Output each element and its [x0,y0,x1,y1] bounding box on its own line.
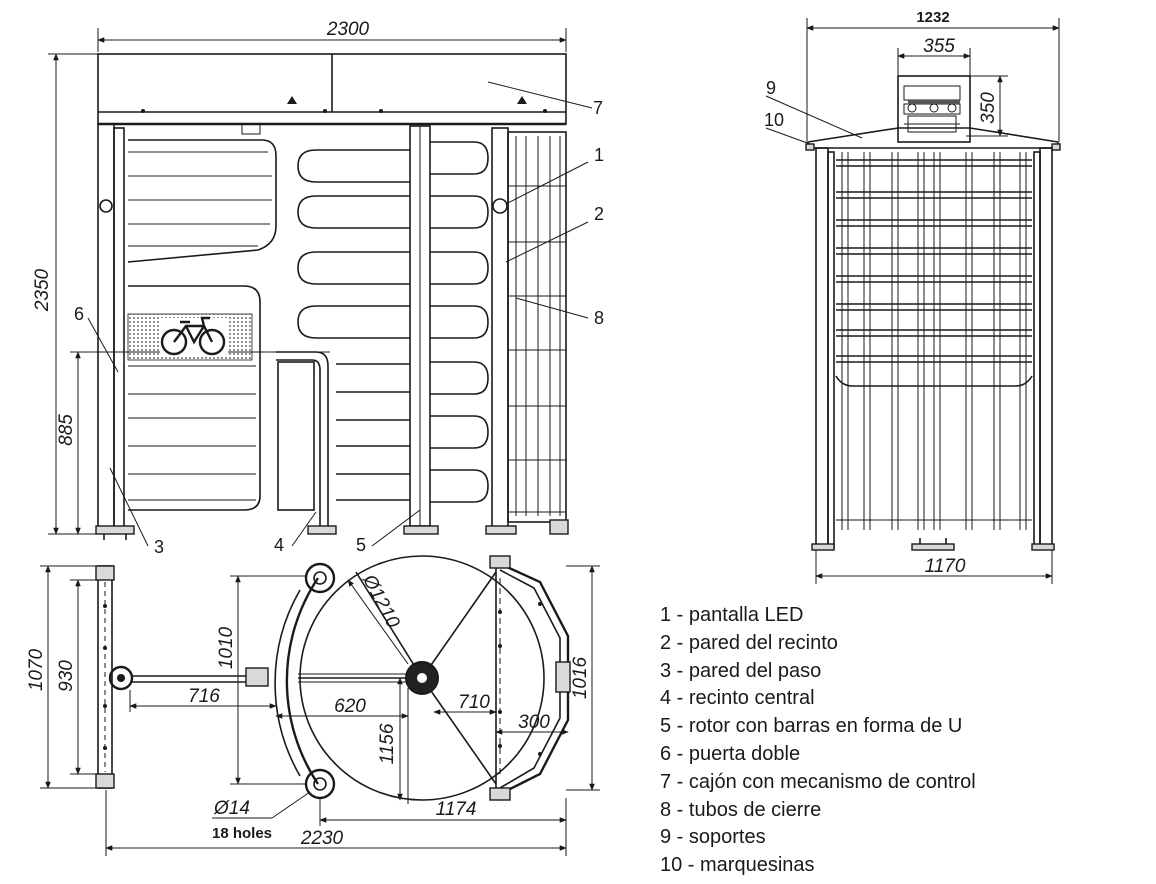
dim-plan-rotor-diameter: Ø1210 [358,570,404,631]
callout-5: 5 [356,535,366,555]
dim-side-base-width: 1170 [925,556,966,577]
dim-plan-rail-depth: 1010 [216,626,237,669]
warning-triangle-icon [287,96,297,104]
callout-10: 10 [764,110,784,130]
warning-triangle-icon [517,96,527,104]
dim-door-height: 885 [56,414,77,446]
callout-7: 7 [593,98,603,118]
callout-9: 9 [766,78,776,98]
legend-item: 1 - pantalla LED [660,604,804,626]
dim-plan-height-1156: 1156 [377,723,398,764]
front-view: 2300 2350 885 [32,19,604,557]
callout-1: 1 [594,145,604,165]
legend-item: 9 - soportes [660,826,766,849]
side-view: 1232 355 350 [764,9,1061,584]
callout-4: 4 [274,535,284,555]
callout-3: 3 [154,537,164,557]
dim-side-top-height: 350 [978,92,999,124]
dim-plan-total-width: 2230 [300,828,344,849]
legend-item: 10 - marquesinas [660,854,815,877]
dim-plan-height-1016: 1016 [570,656,591,699]
dim-side-top-width: 355 [923,36,955,57]
legend-item: 2 - pared del recinto [660,631,838,654]
legend-item: 7 - cajón con mecanismo de control [660,770,976,793]
legend-item: 5 - rotor con barras en forma de U [660,715,963,738]
legend-item: 6 - puerta doble [660,742,801,765]
dim-front-width: 2300 [326,19,370,40]
callout-8: 8 [594,308,604,328]
callout-2: 2 [594,204,604,224]
legend-item: 8 - tubos de cierre [660,798,822,821]
dim-plan-offset: 300 [518,712,550,733]
dim-front-height: 2350 [32,268,53,312]
dim-plan-radius-left: 620 [334,696,366,717]
dim-hole-count: 18 holes [212,825,272,842]
dim-plan-depth: 1070 [26,648,47,691]
bicycle-icon [160,316,226,356]
legend-item: 3 - pared del paso [660,659,822,682]
dim-hole-diameter: Ø14 [213,798,250,819]
dim-side-width: 1232 [916,9,949,26]
dim-plan-radius-right: 710 [458,692,490,713]
legend-item: 4 - recinto central [660,687,815,710]
dim-plan-width-1174: 1174 [436,799,477,820]
plan-view: 1070 930 [26,555,600,856]
legend-list: 1 - pantalla LED 2 - pared del recinto 3… [660,602,1140,880]
dim-plan-arm-length: 716 [188,686,220,707]
callout-6: 6 [74,304,84,324]
dim-plan-anchor-spacing: 930 [56,660,77,692]
